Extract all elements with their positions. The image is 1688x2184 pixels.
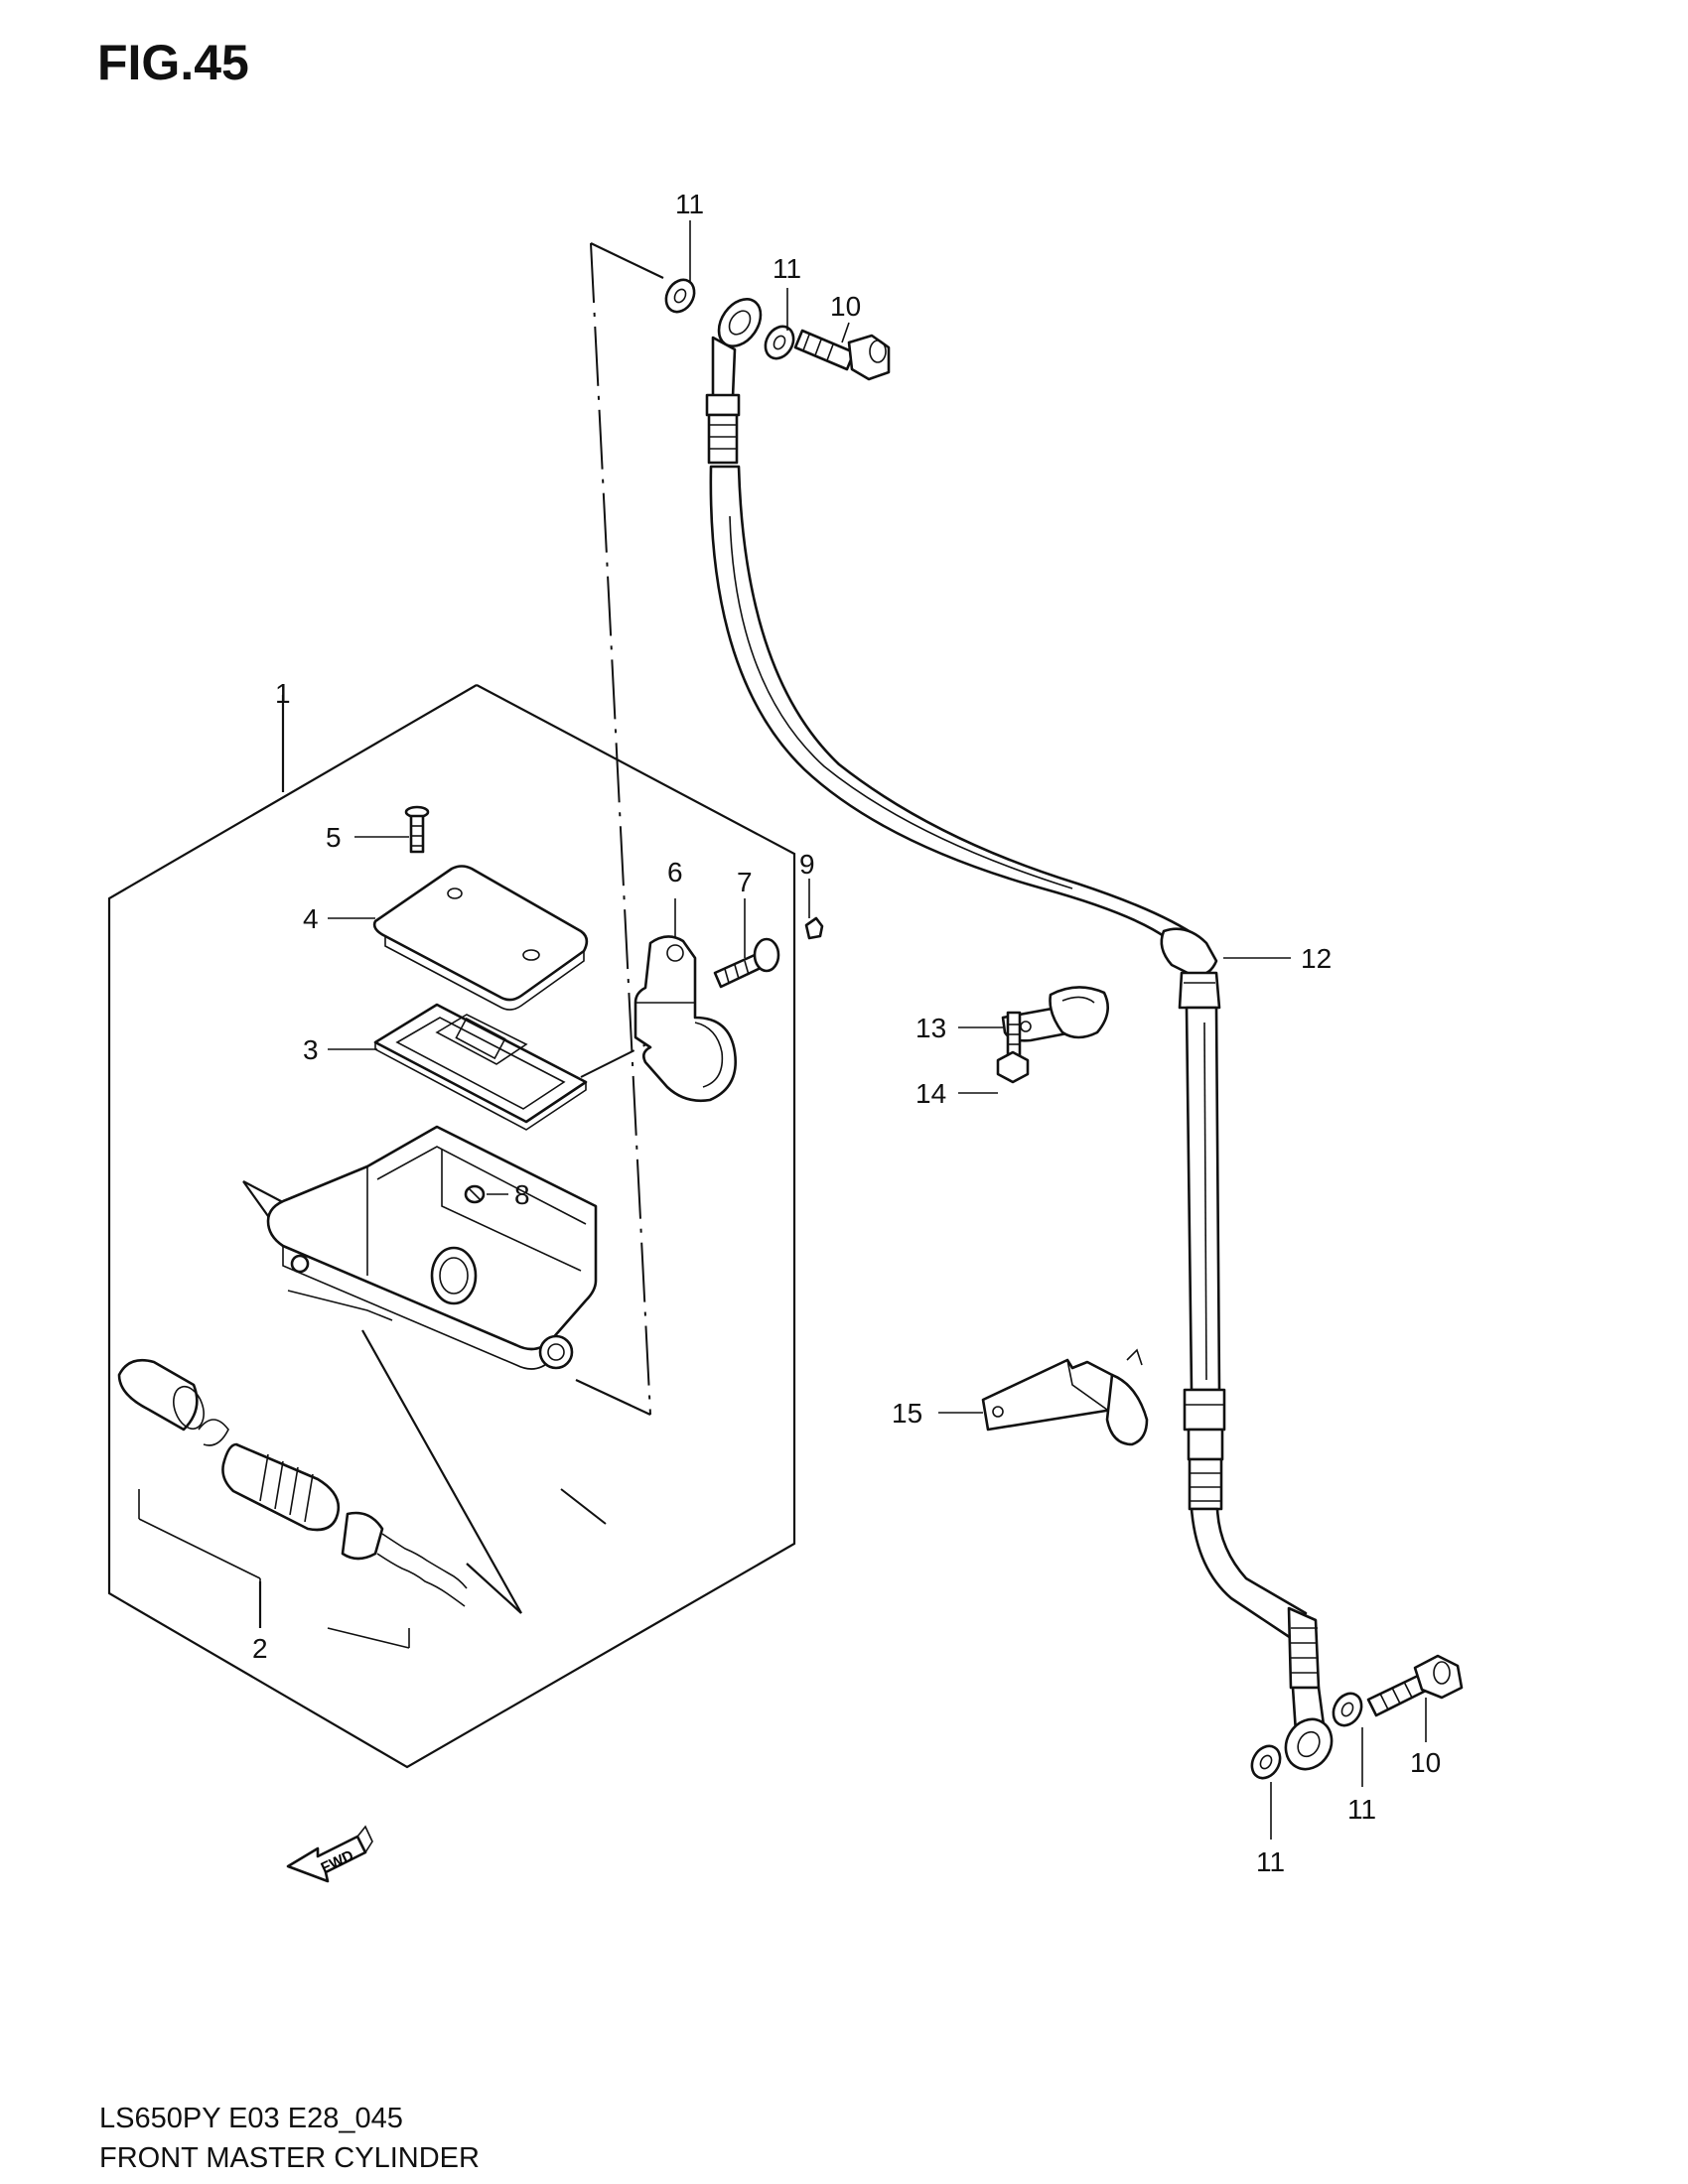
- callout-5: 5: [326, 822, 342, 853]
- callout-6: 6: [667, 857, 683, 887]
- screw-part-5: [404, 805, 430, 854]
- callout-2: 2: [252, 1633, 268, 1664]
- callout-8: 8: [514, 1179, 530, 1210]
- callout-11-a: 11: [675, 189, 704, 219]
- callout-10-lower: 10: [1410, 1747, 1441, 1778]
- clamp-bracket-part-6: [633, 935, 738, 1102]
- piston-set-part-2: [117, 1358, 468, 1649]
- diagram-name: FRONT MASTER CYLINDER: [99, 2142, 480, 2174]
- callout-7: 7: [737, 867, 753, 897]
- washer-part-11-b: [764, 325, 795, 360]
- callout-10-upper: 10: [830, 291, 861, 322]
- forward-arrow-icon: FWD: [286, 1825, 373, 1883]
- leader-lines: [328, 220, 1427, 1840]
- washer-part-11-c: [1250, 1744, 1282, 1780]
- reservoir-cap-part-4: [372, 865, 589, 1011]
- washer-part-11-d: [1332, 1692, 1363, 1727]
- hose-bracket-part-15: [981, 1348, 1149, 1446]
- figure-title: FIG.45: [97, 35, 249, 90]
- callout-11-b: 11: [773, 253, 801, 284]
- master-cylinder-assembly-outline: [107, 684, 796, 1769]
- callout-11-d: 11: [1347, 1794, 1376, 1825]
- callout-9: 9: [799, 849, 815, 880]
- diaphragm-part-3: [373, 1003, 588, 1131]
- cap-nut-part-9: [804, 916, 824, 940]
- callout-labels: 1 2 3 4 5 6 7 8 9 10 10 11 11 11 11 12 1…: [252, 189, 1441, 1877]
- valve-part-8: [464, 1184, 486, 1204]
- callout-13: 13: [915, 1013, 946, 1043]
- bolt-part-14: [996, 1011, 1030, 1084]
- banjo-bolt-part-10-lower: [1366, 1654, 1464, 1717]
- callout-14: 14: [915, 1078, 946, 1109]
- master-cylinder-body: [266, 1125, 598, 1370]
- washer-part-11-a: [664, 278, 696, 314]
- diagram-code: LS650PY E03 E28_045: [99, 2103, 403, 2134]
- callout-15: 15: [892, 1398, 922, 1429]
- callout-11-c: 11: [1256, 1846, 1285, 1877]
- callout-1: 1: [275, 678, 291, 709]
- banjo-bolt-part-10-upper: [793, 329, 891, 381]
- callout-12: 12: [1301, 943, 1332, 974]
- callout-4: 4: [303, 903, 319, 934]
- callout-3: 3: [303, 1034, 319, 1065]
- clamp-bolt-part-7: [713, 937, 780, 989]
- brake-hose-part-12: [705, 298, 1334, 1771]
